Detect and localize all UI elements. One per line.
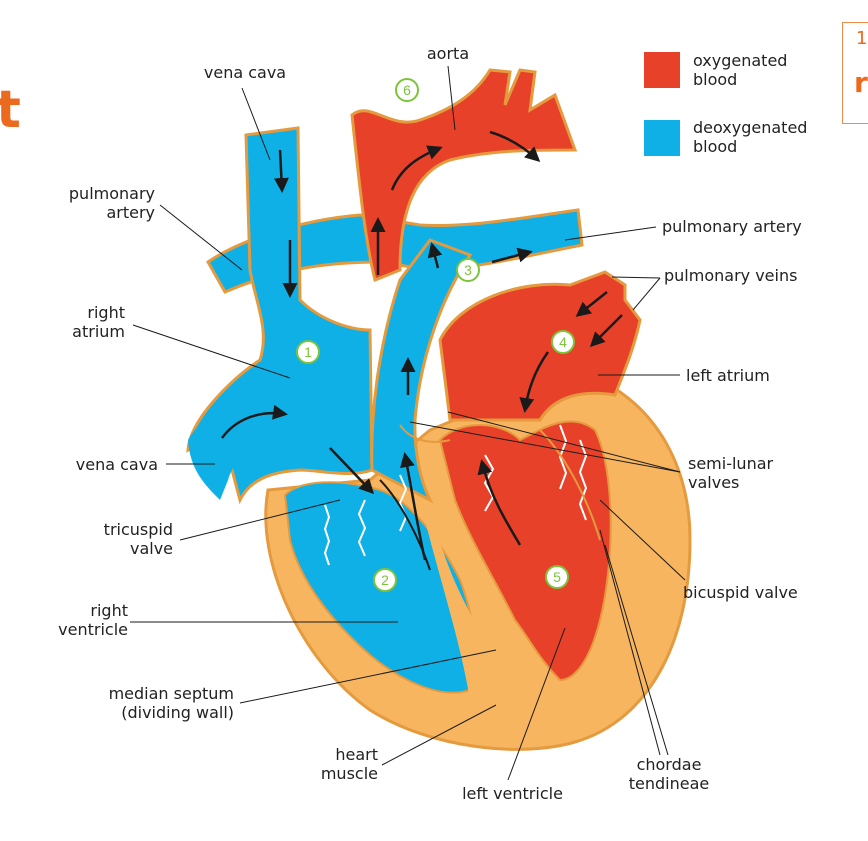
- corner-fragment-top: 1: [856, 28, 868, 49]
- step-marker: 6: [395, 78, 419, 102]
- label-bicuspid-valve: bicuspid valve: [683, 583, 798, 602]
- flow-arrow: [220, 404, 288, 439]
- step-marker: 4: [551, 330, 575, 354]
- leader-line: [564, 226, 657, 241]
- step-marker-label: 3: [464, 262, 472, 278]
- step-marker: 1: [296, 340, 320, 364]
- left-ventricle-shape: [438, 420, 612, 682]
- flow-arrow: [491, 247, 533, 264]
- leader-line: [507, 627, 566, 781]
- semilunar-valve-flap: [399, 424, 451, 443]
- leader-line: [632, 277, 661, 311]
- label-vena-cava-top: vena cava: [203, 63, 287, 82]
- flow-arrow: [390, 145, 443, 191]
- leader-line: [599, 499, 686, 581]
- chordae-line: [398, 474, 408, 532]
- leader-line: [604, 544, 669, 756]
- label-pulmonary-artery-right: pulmonary artery: [662, 217, 802, 236]
- page-title-fragment: t: [0, 80, 21, 140]
- flow-arrow: [575, 291, 608, 317]
- step-marker-label: 2: [381, 572, 389, 588]
- leader-line: [381, 704, 497, 766]
- label-aorta: aorta: [426, 44, 470, 63]
- label-pulmonary-veins: pulmonary veins: [664, 266, 798, 285]
- leader-line: [241, 87, 271, 161]
- corner-box: [842, 22, 868, 124]
- leader-line: [239, 649, 497, 704]
- leader-line: [447, 411, 681, 473]
- flow-arrow: [329, 447, 375, 495]
- chordae-line: [558, 424, 568, 490]
- flow-arrow: [589, 314, 623, 348]
- step-marker: 3: [456, 258, 480, 282]
- aorta-shape: [350, 68, 578, 283]
- chordae-line: [357, 499, 367, 557]
- median-septum-shape: [425, 500, 500, 700]
- legend-swatch-deoxygenated: [644, 120, 680, 156]
- leader-line: [599, 529, 661, 756]
- label-left-atrium: left atrium: [686, 366, 770, 385]
- leader-line: [159, 204, 243, 271]
- leader-line: [179, 499, 341, 541]
- step-marker-label: 1: [304, 344, 312, 360]
- chordae-line: [578, 439, 588, 521]
- step-marker: 2: [373, 568, 397, 592]
- leader-line: [447, 65, 456, 131]
- flow-arrow: [273, 149, 289, 193]
- step-marker-label: 4: [559, 334, 567, 350]
- pulmonary-trunk-shape: [370, 238, 473, 504]
- step-marker-label: 6: [403, 82, 411, 98]
- step-marker-label: 5: [553, 569, 561, 585]
- label-left-ventricle: left ventricle: [462, 784, 563, 803]
- corner-fragment-bottom: r: [854, 66, 868, 99]
- flow-arrow: [519, 351, 550, 413]
- chordae-line: [323, 504, 331, 566]
- flow-arrow: [399, 452, 427, 561]
- flow-arrow: [489, 130, 541, 163]
- tricuspid-valve-flap: [379, 479, 431, 571]
- leader-line: [611, 276, 661, 279]
- vena-cava-lower-shape: [188, 399, 285, 500]
- leader-line: [409, 421, 681, 473]
- step-marker: 5: [545, 565, 569, 589]
- flow-arrow: [427, 242, 443, 269]
- legend-swatch-oxygenated: [644, 52, 680, 88]
- flow-arrow: [477, 459, 522, 546]
- label-vena-cava-bottom: vena cava: [75, 455, 158, 474]
- leader-line: [132, 324, 291, 379]
- label-median-septum: median septum(dividing wall): [108, 684, 234, 722]
